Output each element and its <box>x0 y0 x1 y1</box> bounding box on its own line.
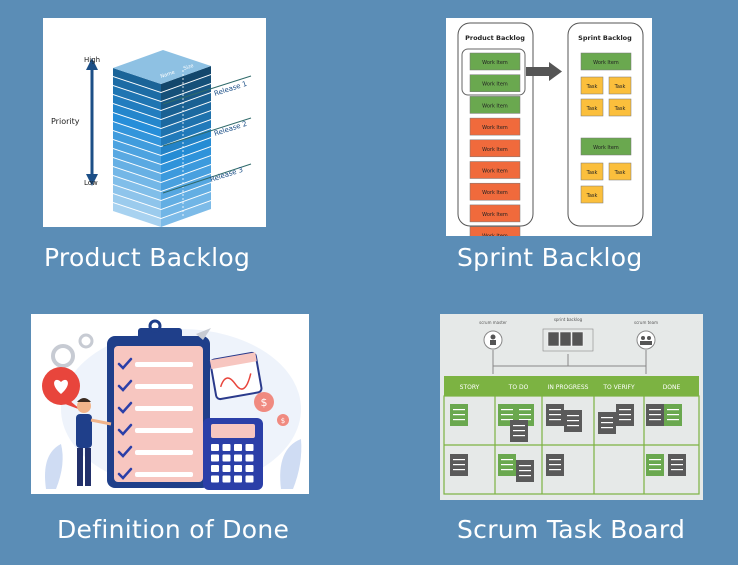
product-backlog-item <box>469 161 521 179</box>
product-backlog-item <box>469 226 521 236</box>
scrum-master-label: scrum master <box>479 320 507 325</box>
board-column-header: TO DO <box>508 384 529 391</box>
sprint-backlog-heading: Sprint Backlog <box>578 34 632 42</box>
board-column-header: TO VERIFY <box>602 384 635 391</box>
svg-text:Work Item: Work Item <box>593 145 619 151</box>
svg-text:Task: Task <box>586 106 598 112</box>
product-backlog-item <box>469 204 521 223</box>
svg-text:Task: Task <box>614 84 626 90</box>
product-backlog-item <box>469 52 521 71</box>
priority-label: Priority <box>51 117 80 126</box>
svg-text:Work Item: Work Item <box>482 125 508 131</box>
svg-text:Task: Task <box>614 106 626 112</box>
scrum-task-board-image: scrum master sprint backlog scrum team S… <box>440 314 703 500</box>
sprint-backlog-caption: Sprint Backlog <box>457 243 643 272</box>
svg-text:Work Item: Work Item <box>482 169 508 175</box>
svg-text:Work Item: Work Item <box>482 147 508 153</box>
svg-text:Work Item: Work Item <box>482 212 508 218</box>
svg-text:$: $ <box>281 417 285 425</box>
svg-text:Work Item: Work Item <box>593 60 619 66</box>
sprint-backlog-image: Product Backlog Sprint Backlog Work Item… <box>446 18 652 236</box>
scrum-task-board-caption: Scrum Task Board <box>457 515 686 544</box>
high-label: High <box>84 56 100 64</box>
product-backlog-heading: Product Backlog <box>465 34 525 42</box>
product-backlog-caption: Product Backlog <box>44 243 251 272</box>
size-column-label: Size <box>183 63 195 72</box>
svg-text:Task: Task <box>586 84 598 90</box>
svg-text:Task: Task <box>586 193 598 199</box>
definition-of-done-caption: Definition of Done <box>57 515 290 544</box>
svg-text:Task: Task <box>614 170 626 176</box>
name-column-label: Name <box>160 70 176 80</box>
svg-text:$: $ <box>261 396 268 409</box>
product-backlog-item <box>469 74 521 92</box>
board-column-header: IN PROGRESS <box>548 384 589 391</box>
release-2-label: Release 2 <box>213 120 248 138</box>
sprint-backlog-label: sprint backlog <box>554 317 583 322</box>
definition-of-done-image: $ $ <box>31 314 309 494</box>
product-backlog-item <box>469 182 521 201</box>
board-column-header: DONE <box>663 384 681 391</box>
product-backlog-item <box>469 96 521 114</box>
svg-text:Work Item: Work Item <box>482 234 508 236</box>
product-backlog-item <box>469 139 521 158</box>
release-3-label: Release 3 <box>209 166 244 184</box>
scrum-team-label: scrum team <box>634 320 658 325</box>
svg-text:Work Item: Work Item <box>482 60 508 66</box>
product-backlog-item <box>469 117 521 136</box>
low-label: Low <box>84 179 98 187</box>
svg-text:Work Item: Work Item <box>482 82 508 88</box>
svg-text:Work Item: Work Item <box>482 103 508 109</box>
product-backlog-image: High Low Priority Release 1 Release 2 Re… <box>43 18 266 227</box>
svg-text:Work Item: Work Item <box>482 190 508 196</box>
board-column-header: STORY <box>460 384 480 391</box>
svg-text:Task: Task <box>586 170 598 176</box>
